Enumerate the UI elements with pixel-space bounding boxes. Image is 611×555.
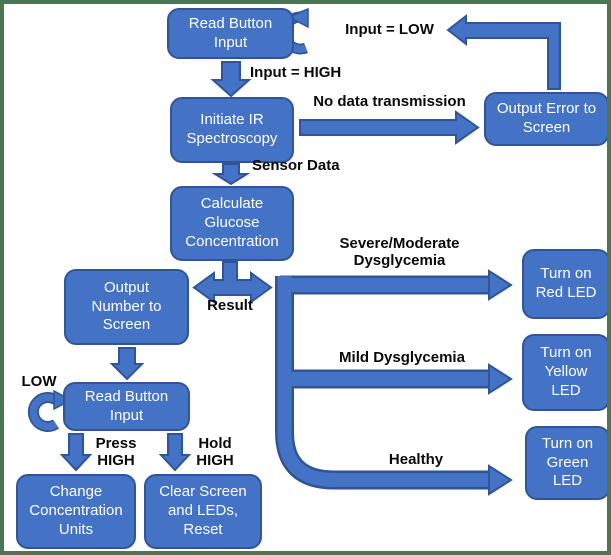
loop-arrowhead-low (53, 389, 73, 411)
edge-label-low: LOW (21, 373, 57, 390)
arrow-branch-healthy (277, 276, 490, 487)
edge-label-mild-dysglycemia: Mild Dysglycemia (339, 349, 465, 366)
node-initiate-ir-spectroscopy: Initiate IR Spectroscopy (170, 97, 294, 163)
loop-arrow-low (29, 393, 59, 431)
node-turn-on-red-led: Turn on Red LED (522, 249, 607, 319)
node-change-concentration-units: Change Concentration Units (16, 474, 136, 549)
arrows-layer (27, 7, 561, 496)
node-output-error-to-screen: Output Error to Screen (484, 92, 607, 146)
arrowhead-mild (488, 363, 513, 395)
node-read-button-input-1: Read Button Input (167, 8, 294, 59)
edge-label-no-data-transmission: No data transmission (313, 93, 466, 110)
arrowhead-severe (488, 269, 513, 301)
node-turn-on-yellow-led: Turn on Yellow LED (522, 334, 607, 411)
edge-label-input-low: Input = LOW (345, 21, 434, 38)
arrow-error-return (446, 13, 561, 90)
arrowhead-healthy (488, 464, 513, 496)
node-clear-screen-reset: Clear Screen and LEDs, Reset (144, 474, 262, 549)
edge-label-sensor-data: Sensor Data (252, 157, 340, 174)
arrow-hold-high (158, 433, 192, 472)
arrow-sensor-data (211, 163, 251, 186)
arrow-output-to-read (109, 347, 145, 381)
loop-arrowhead-input-low (287, 7, 309, 29)
edge-label-hold-high: Hold HIGH (196, 435, 234, 470)
node-turn-on-green-led: Turn on Green LED (525, 426, 607, 500)
arrow-no-data (299, 110, 480, 145)
node-output-number-to-screen: Output Number to Screen (64, 269, 189, 345)
edge-label-severe-moderate-dysglycemia: Severe/Moderate Dysglycemia (339, 235, 460, 270)
edge-label-result: Result (207, 297, 253, 314)
edge-label-healthy: Healthy (388, 451, 444, 468)
arrow-result-double (192, 261, 273, 304)
arrow-press-high (59, 433, 93, 472)
node-calculate-glucose-concentration: Calculate Glucose Concentration (170, 186, 294, 261)
edge-label-input-high: Input = HIGH (250, 64, 342, 81)
edge-label-press-high: Press HIGH (95, 435, 137, 470)
node-read-button-input-2: Read Button Input (63, 382, 190, 431)
arrow-input-high (210, 61, 252, 98)
